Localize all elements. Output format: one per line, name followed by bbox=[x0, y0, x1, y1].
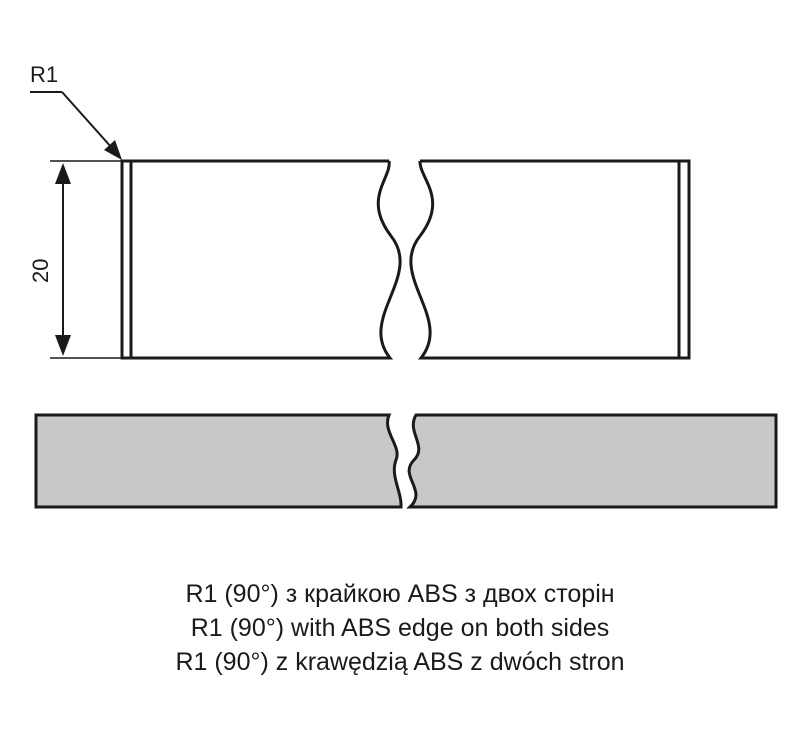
caption-line-english: R1 (90°) with ABS edge on both sides bbox=[190, 614, 610, 642]
dimension-arrow-top bbox=[55, 163, 71, 184]
radius-label: R1 bbox=[30, 62, 58, 87]
panel-top-view bbox=[120, 159, 691, 360]
height-dimension: 20 bbox=[28, 160, 122, 359]
caption-line-ukrainian: R1 (90°) з крайкою ABS з двох сторін bbox=[185, 580, 615, 608]
dimension-arrow-bottom bbox=[55, 335, 71, 356]
height-label: 20 bbox=[28, 259, 53, 283]
panel-section-view bbox=[34, 413, 778, 509]
panel-top-left-part bbox=[120, 159, 402, 360]
panel-top-right-part bbox=[409, 159, 691, 360]
radius-callout: R1 bbox=[30, 62, 122, 160]
caption-block: R1 (90°) з крайкою ABS з двох сторін R1 … bbox=[0, 577, 800, 679]
callout-leader-diagonal bbox=[61, 91, 113, 149]
caption-line-polish: R1 (90°) z krawędzią ABS z dwóch stron bbox=[175, 648, 625, 676]
section-left-part bbox=[34, 413, 403, 509]
callout-arrowhead bbox=[104, 140, 122, 160]
section-right-part bbox=[406, 413, 778, 509]
